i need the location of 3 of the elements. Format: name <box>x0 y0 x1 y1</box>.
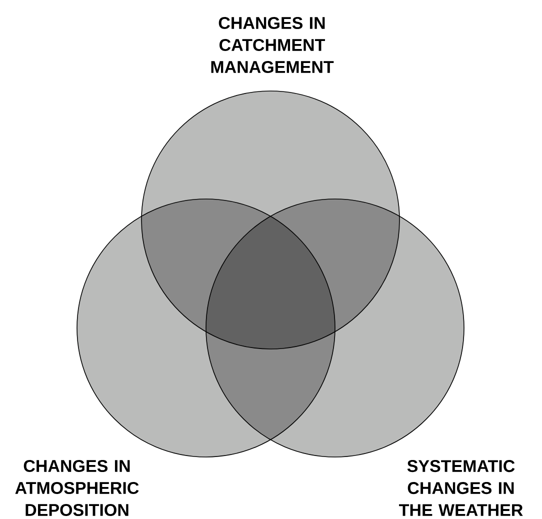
node-label: SYSTEMATIC CHANGES IN THE WEATHER <box>399 460 523 516</box>
node-label: CHANGES IN ATMOSPHERIC DEPOSITION <box>15 460 139 516</box>
node-label: CHANGES IN CATCHMENT MANAGEMENT <box>211 16 334 74</box>
